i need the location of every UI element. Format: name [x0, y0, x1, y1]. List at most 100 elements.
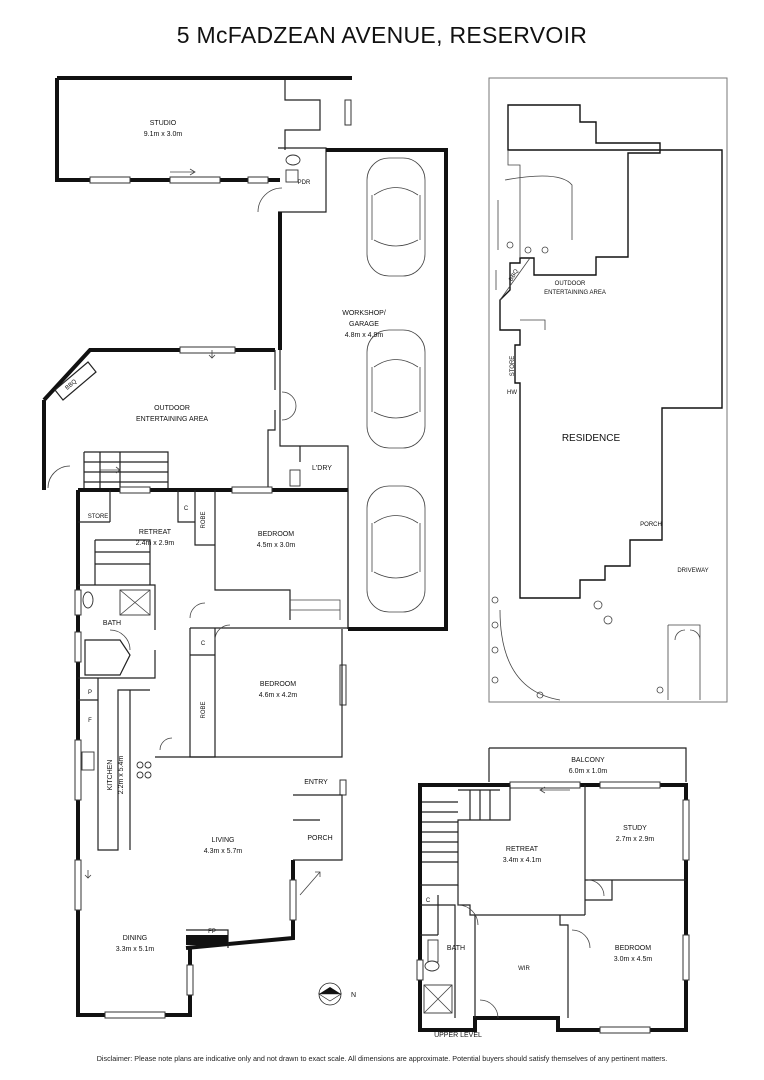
store-walls — [78, 490, 111, 523]
site-outdoor-wall — [507, 150, 521, 258]
upper-bedroom-label: BEDROOM — [615, 945, 651, 952]
car-icon — [366, 329, 426, 449]
site-steps — [520, 319, 546, 330]
site-outdoor-label-2: ENTERTAINING AREA — [544, 290, 606, 296]
dining-label: DINING — [123, 935, 148, 942]
laundry-tub-icon — [289, 469, 301, 487]
site-outdoor-label: OUTDOOR — [555, 281, 586, 287]
shower-cross — [423, 984, 453, 1014]
kitchen-window — [74, 739, 82, 801]
upper-level-label: UPPER LEVEL — [434, 1032, 482, 1039]
north-label: N — [351, 992, 356, 999]
studio-window — [247, 176, 269, 184]
living-dims: 4.3m x 5.7m — [204, 848, 243, 855]
study-dims: 2.7m x 2.9m — [616, 836, 655, 843]
bedroom2-east-wall — [215, 629, 343, 758]
outdoor-east-wall — [267, 350, 276, 490]
upper-bedroom-dims: 3.0m x 4.5m — [614, 956, 653, 963]
living-label: LIVING — [212, 837, 235, 844]
dining-window — [104, 1011, 166, 1019]
sliding-door-arrow — [539, 786, 570, 794]
page-title: 5 McFADZEAN AVENUE, RESERVOIR — [176, 22, 588, 48]
study-walls — [584, 785, 686, 915]
bedroom-window — [339, 664, 347, 706]
door-swing — [159, 737, 173, 751]
bedroom-window — [599, 1026, 651, 1034]
outdoor-steps — [83, 451, 169, 490]
kitchen-dims: 2.2m x 5.4m — [118, 756, 125, 795]
balcony-door — [599, 781, 661, 789]
site-bbq-wall — [499, 257, 531, 301]
fireplace-label: FP — [208, 929, 216, 935]
studio-window — [344, 99, 352, 126]
closet-label: C — [201, 641, 206, 647]
workshop-label: WORKSHOP/ — [342, 310, 386, 317]
upper-bath-label: BATH — [447, 945, 465, 952]
kitchen-label: KITCHEN — [107, 760, 114, 791]
retreat-label: RETREAT — [139, 529, 172, 536]
shower-cross — [119, 589, 151, 616]
studio-window — [169, 176, 221, 184]
door-swing — [257, 187, 283, 213]
entry-label: ENTRY — [304, 779, 328, 786]
pantry-label: P — [88, 690, 92, 696]
site-gate — [667, 624, 701, 700]
upper-closet-label: C — [426, 898, 431, 904]
staircase-icon — [422, 789, 500, 863]
house-south-wall — [185, 860, 295, 950]
shrub-icon — [491, 241, 664, 699]
porch-walls — [293, 794, 343, 861]
door-swing — [189, 602, 206, 619]
upper-level-plan: BALCONY 6.0m x 1.0m RETREAT 3.4m x 4.1m … — [416, 747, 690, 1039]
robe-label: ROBE — [201, 701, 207, 718]
door-swing — [479, 999, 499, 1019]
door-swing — [571, 929, 591, 949]
door-swing — [109, 629, 131, 651]
pdr-label: PDR — [298, 180, 311, 186]
disclaimer: Disclaimer: Please note plans are indica… — [96, 1054, 668, 1063]
balcony-rail — [488, 747, 687, 782]
dining-window — [74, 859, 82, 911]
fireplace-hearth — [186, 935, 228, 945]
upper-closet — [420, 895, 439, 936]
closet-label: C — [184, 506, 189, 512]
studio-dims: 9.1m x 3.0m — [144, 131, 183, 138]
dining-window — [186, 964, 194, 996]
toilet-icon — [285, 154, 301, 166]
cooktop-icon — [136, 761, 152, 779]
toilet-icon — [82, 591, 94, 609]
site-hw-label: HW — [507, 390, 517, 396]
dining-dims: 3.3m x 5.1m — [116, 946, 155, 953]
residence-footprint — [499, 104, 723, 599]
porch-label: PORCH — [307, 835, 332, 842]
porch-arrow — [299, 871, 321, 896]
bath-window — [74, 631, 82, 663]
driveway-label: DRIVEWAY — [677, 568, 708, 574]
sink-icon — [81, 751, 95, 771]
ground-floor-plan: STUDIO 9.1m x 3.0m PDR WORKSHOP/ GARAGE … — [42, 76, 448, 1019]
pdr-walls — [278, 147, 327, 213]
residence-label: RESIDENCE — [562, 433, 621, 444]
bath-window — [74, 589, 82, 616]
studio-step — [284, 80, 321, 150]
outdoor-arrow — [208, 350, 216, 359]
robe-walls — [194, 490, 291, 620]
store-stairs — [95, 539, 151, 585]
studio-walls — [55, 76, 352, 182]
bedroom-window — [231, 486, 273, 494]
balcony-label: BALCONY — [571, 757, 605, 764]
door-swing — [457, 904, 479, 926]
site-porch-label: PORCH — [640, 522, 662, 528]
bedroom1-dims: 4.5m x 3.0m — [257, 542, 296, 549]
laundry-label: L'DRY — [312, 465, 332, 472]
site-path — [504, 175, 573, 240]
store-label: STORE — [88, 514, 109, 520]
vanity-icon — [427, 939, 439, 963]
garage-dims: 4.8m x 4.9m — [345, 332, 384, 339]
bbq-icon — [54, 361, 97, 401]
door-swing — [214, 624, 231, 641]
door-swing — [281, 391, 297, 421]
upper-retreat-dims: 3.4m x 4.1m — [503, 857, 542, 864]
dining-arrow — [84, 870, 92, 879]
